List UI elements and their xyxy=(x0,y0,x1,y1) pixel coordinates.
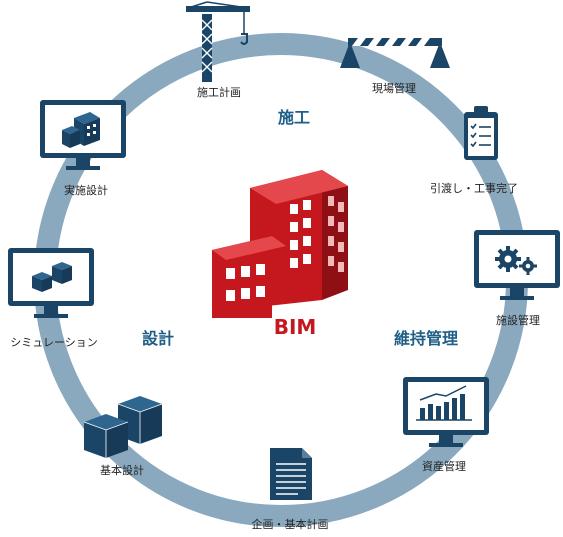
monitor-bar-chart-icon xyxy=(403,377,489,447)
step-planning-label: 企画・基本計画 xyxy=(251,518,329,531)
step-simulation-label: シミュレーション xyxy=(10,336,98,349)
step-facility-management-label: 施設管理 xyxy=(496,314,540,327)
monitor-cubes-icon xyxy=(8,248,94,318)
bim-label: BIM xyxy=(273,315,317,339)
step-construction-planning-label: 施工計画 xyxy=(197,86,241,99)
monitor-gears-icon xyxy=(474,230,560,300)
bim-building-icon xyxy=(212,170,348,318)
step-detailed-design-label: 実施設計 xyxy=(64,184,108,197)
crane-icon xyxy=(186,1,250,82)
cubes-icon xyxy=(83,396,163,458)
step-site-management-label: 現場管理 xyxy=(372,82,416,95)
step-handover-label: 引渡し・工事完了 xyxy=(430,182,518,195)
monitor-building-icon xyxy=(40,100,126,170)
phase-maintenance-label: 維持管理 xyxy=(393,329,459,348)
phase-design-label: 設計 xyxy=(141,329,175,348)
document-icon xyxy=(270,448,312,500)
barrier-icon xyxy=(340,38,450,68)
step-basic-design-label: 基本設計 xyxy=(100,464,144,477)
step-asset-management-label: 資産管理 xyxy=(422,460,466,473)
clipboard-checklist-icon xyxy=(464,106,498,160)
phase-construction-label: 施工 xyxy=(277,108,311,127)
